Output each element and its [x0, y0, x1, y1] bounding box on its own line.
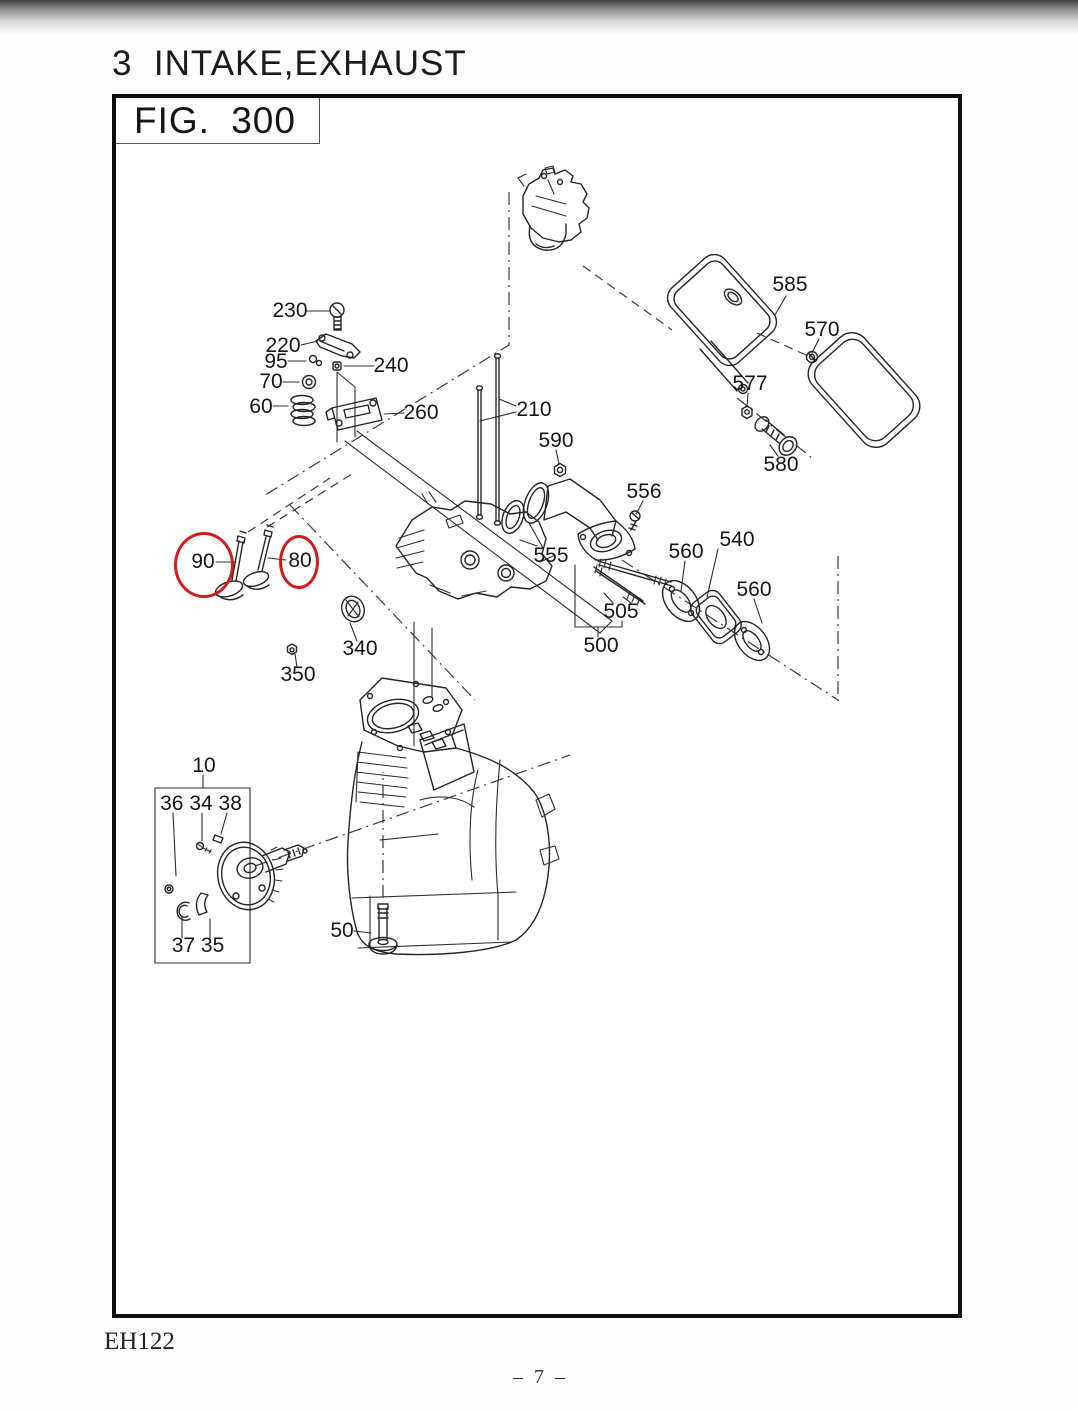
part-label-590: 590	[538, 429, 574, 452]
part-label-60: 60	[249, 395, 273, 418]
part-label-36-34-38: 36 34 38	[160, 792, 242, 815]
figure-frame: FIG. 300	[112, 94, 962, 1318]
breather-plate-drawing	[325, 371, 613, 634]
leader-lines	[154, 295, 820, 964]
part-label-580: 580	[763, 453, 799, 476]
part-label-555: 555	[533, 544, 569, 567]
parts-drawing	[164, 165, 921, 956]
figure-label-box: FIG. 300	[116, 98, 320, 144]
part-label-350: 350	[280, 663, 316, 686]
page-number: – 7 –	[513, 1366, 565, 1388]
part-label-340: 340	[342, 637, 378, 660]
bolt-50-drawing	[368, 903, 398, 955]
page-top-shadow	[0, 0, 1078, 34]
part-label-37-35: 37 35	[171, 934, 225, 957]
page-title: 3 INTAKE,EXHAUST	[112, 44, 467, 83]
part-label-210: 210	[516, 398, 552, 421]
insulator-gaskets-drawing	[661, 579, 771, 662]
studs-drawing	[593, 558, 673, 606]
part-label-50: 50	[330, 919, 354, 942]
part-label-500: 500	[583, 634, 619, 657]
highlight-circle-80	[279, 535, 319, 589]
intake-elbow-drawing	[501, 478, 636, 561]
part-label-260: 260	[403, 401, 439, 424]
camshaft-drawing	[216, 841, 308, 911]
part-label-577: 577	[732, 372, 768, 395]
highlight-circle-90	[174, 532, 234, 598]
part-label-70: 70	[259, 370, 283, 393]
part-label-95: 95	[264, 350, 288, 373]
part-label-585: 585	[772, 273, 808, 296]
carburetor-drawing	[517, 165, 590, 251]
figure-label: FIG. 300	[134, 99, 296, 141]
part-label-10: 10	[192, 754, 216, 777]
air-cleaner-drawing	[666, 253, 921, 456]
part-label-556: 556	[626, 480, 662, 503]
part-label-540: 540	[719, 528, 755, 551]
construction-lines	[247, 192, 839, 898]
part-label-230: 230	[272, 299, 308, 322]
part-label-240: 240	[373, 354, 409, 377]
part-label-505: 505	[603, 600, 639, 623]
crankcase-drawing	[346, 621, 560, 956]
model-code: EH122	[104, 1328, 175, 1355]
cam-small-parts-drawing	[164, 834, 224, 921]
cylinder-head-drawing	[395, 491, 554, 600]
push-rods-drawing	[475, 353, 502, 526]
part-label-570: 570	[804, 318, 840, 341]
part-label-560a: 560	[668, 540, 704, 563]
rocker-group-drawing	[290, 302, 361, 427]
part-label-560b: 560	[736, 578, 772, 601]
part-label-220: 220	[265, 334, 301, 357]
